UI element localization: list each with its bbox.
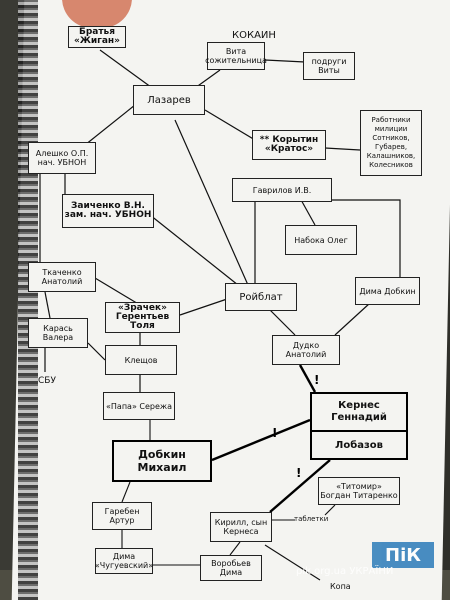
- link-zaichenko-roiblat: [149, 214, 239, 286]
- node-rabotniki: Работники милиции Сотников, Губарев, Кал…: [360, 110, 422, 176]
- link-lazarev-aleshko: [84, 104, 136, 146]
- node-vita: Вита сожительница: [205, 42, 267, 70]
- link-gavrilov-dima: [330, 199, 401, 280]
- link-vita-podrugi: [264, 59, 306, 63]
- node-lazarev: Лазарев: [133, 85, 205, 115]
- node-titomir: «Титомир» Богдан Титаренко: [318, 477, 400, 505]
- link-tkachenko-karas: [44, 291, 51, 319]
- node-dudko: Дудко Анатолий: [272, 335, 340, 365]
- link-lobazov-kirill: [269, 459, 331, 513]
- node-zaichenko: Заиченко В.Н. зам. нач. УБНОН: [62, 194, 154, 228]
- node-dima-dobkin: Дима Добкин: [355, 277, 420, 305]
- label-sbu: СБУ: [38, 376, 56, 386]
- link-kirill-vorobyev: [229, 541, 241, 556]
- node-papa: «Папа» Сережа: [103, 392, 175, 420]
- node-podrugi: подруги Виты: [303, 52, 355, 80]
- link-titomir-tabletki: [324, 504, 336, 516]
- node-korytin: ** Корытин «Кратос»: [252, 130, 326, 160]
- link-roiblat-dudko: [269, 309, 296, 336]
- node-roiblat: Ройблат: [225, 283, 297, 311]
- node-gareben: Гаребен Артур: [92, 502, 152, 530]
- node-bratya: Братья «Жиган»: [68, 26, 126, 48]
- link-kernes-dobkin: [211, 418, 311, 462]
- node-gavrilov: Гаврилов И.В.: [232, 178, 332, 202]
- node-aleshko: Алешко О.П. нач. УБНОН: [28, 142, 96, 174]
- node-zrachek: «Зрачек» Герентьев Толя: [105, 302, 180, 333]
- watermark-logo: ПіК: [372, 542, 434, 568]
- label-kopa: Копа: [330, 582, 351, 591]
- node-vorobyev: Воробьев Дима: [200, 555, 262, 581]
- node-kleshchov: Клещов: [105, 345, 177, 375]
- link-dobkin-gareben: [121, 481, 131, 503]
- node-kernes: Кернес Геннадий: [310, 392, 408, 432]
- node-dima-chuguev: Дима «Чугуевский»: [95, 548, 153, 574]
- node-naboka: Набока Олег: [285, 225, 357, 255]
- link-bratya-lazarev: [99, 49, 156, 91]
- node-dobkin-mikhail: Добкин Михаил: [112, 440, 212, 482]
- link-kirill-kopa: [264, 544, 321, 581]
- watermark-site: pik.org.ua УКРАЇНИ: [296, 566, 394, 577]
- exclamation-mark-1: !: [314, 373, 320, 387]
- link-lazarev-korytin: [204, 109, 256, 141]
- link-dima-dudko: [334, 302, 371, 336]
- link-lazarev-roiblat: [174, 119, 249, 286]
- label-tabletki: таблетки: [294, 515, 329, 523]
- link-dudko-kernes: [298, 364, 317, 393]
- link-gavrilov-naboka: [299, 197, 316, 226]
- link-korytin-rabotniki: [324, 147, 361, 151]
- node-kirill: Кирилл, сын Кернеса: [210, 512, 272, 542]
- link-tkachenko-zrachek: [94, 277, 141, 306]
- link-roiblat-zrachek: [179, 297, 231, 316]
- exclamation-mark-3: !: [296, 466, 302, 480]
- exclamation-mark-2: !: [272, 426, 278, 440]
- node-lobazov: Лобазов: [310, 430, 408, 460]
- node-tkachenko: Ткаченко Анатолий: [28, 262, 96, 292]
- link-papa-kleshchov-side: [87, 342, 106, 361]
- diagram-title: КОКАИН: [232, 30, 276, 41]
- node-karas: Карась Валера: [28, 318, 88, 348]
